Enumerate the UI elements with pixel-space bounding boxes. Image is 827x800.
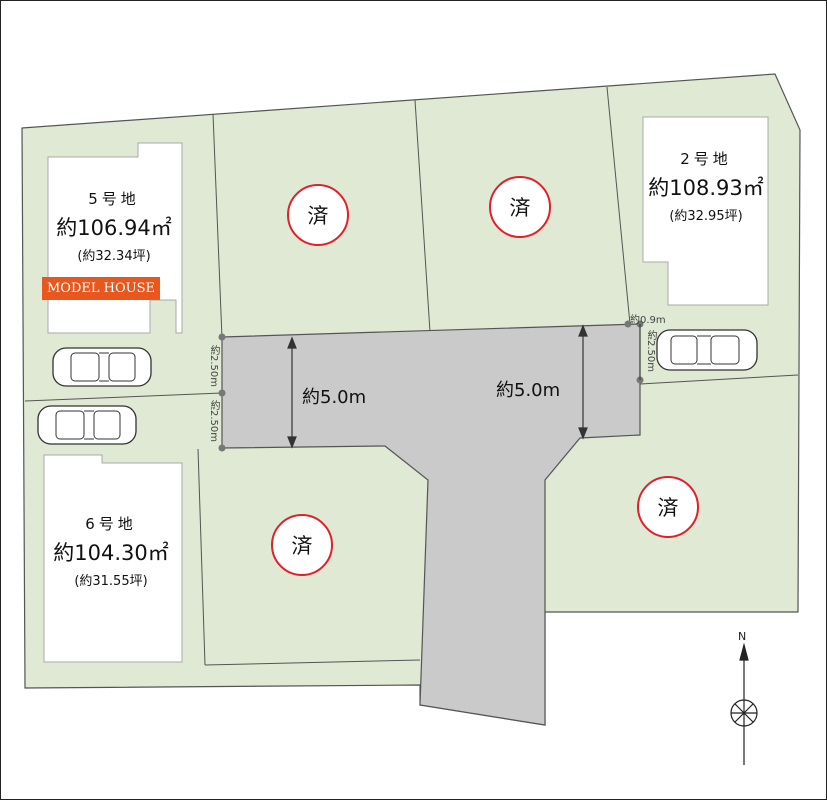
car-6 — [37, 405, 137, 445]
sold-mark-lot-top-left[interactable]: 済 — [287, 184, 349, 246]
road — [221, 323, 641, 726]
lot-5-tsubo: (約32.34坪) — [77, 249, 151, 264]
compass-north-label: N — [738, 630, 746, 643]
sold-mark-lot-top-center[interactable]: 済 — [489, 176, 551, 238]
lot-2-tsubo: (約32.95坪) — [669, 209, 743, 224]
house-6 — [43, 454, 183, 663]
lot-5-name: 5号地 — [88, 190, 140, 208]
lot-6-label[interactable]: 6号地 約104.30㎡ (約31.55坪) — [46, 513, 176, 589]
house-2 — [642, 116, 769, 306]
sold-mark-lot-bottom-right[interactable]: 済 — [637, 476, 699, 538]
lot-6-name: 6号地 — [85, 515, 137, 533]
parking-width-5: 約2.50m — [208, 345, 219, 388]
lot-2-label[interactable]: 2号地 約108.93㎡ (約32.95坪) — [645, 148, 767, 224]
compass-icon — [730, 642, 758, 765]
offset-lot-2: 約0.9m — [630, 315, 666, 326]
lot-boundaries — [24, 86, 799, 666]
lot-5-area: 約106.94㎡ — [56, 216, 172, 240]
sold-mark-lot-bottom-left[interactable]: 済 — [271, 514, 333, 576]
lot-2-name: 2号地 — [680, 150, 732, 168]
model-house-badge: MODEL HOUSE — [42, 277, 160, 300]
car-2 — [656, 329, 758, 371]
parking-width-2: 約2.50m — [645, 330, 656, 373]
road-width-right: 約5.0m — [496, 380, 561, 401]
lot-2-area: 約108.93㎡ — [648, 176, 764, 200]
lot-6-area: 約104.30㎡ — [53, 541, 169, 565]
car-5 — [52, 347, 152, 387]
lot-6-tsubo: (約31.55坪) — [74, 574, 148, 589]
road-width-left: 約5.0m — [302, 387, 367, 408]
lot-5-label[interactable]: 5号地 約106.94㎡ (約32.34坪) — [52, 188, 176, 264]
parking-width-6: 約2.50m — [208, 400, 219, 443]
dimension-arrows — [287, 324, 641, 449]
